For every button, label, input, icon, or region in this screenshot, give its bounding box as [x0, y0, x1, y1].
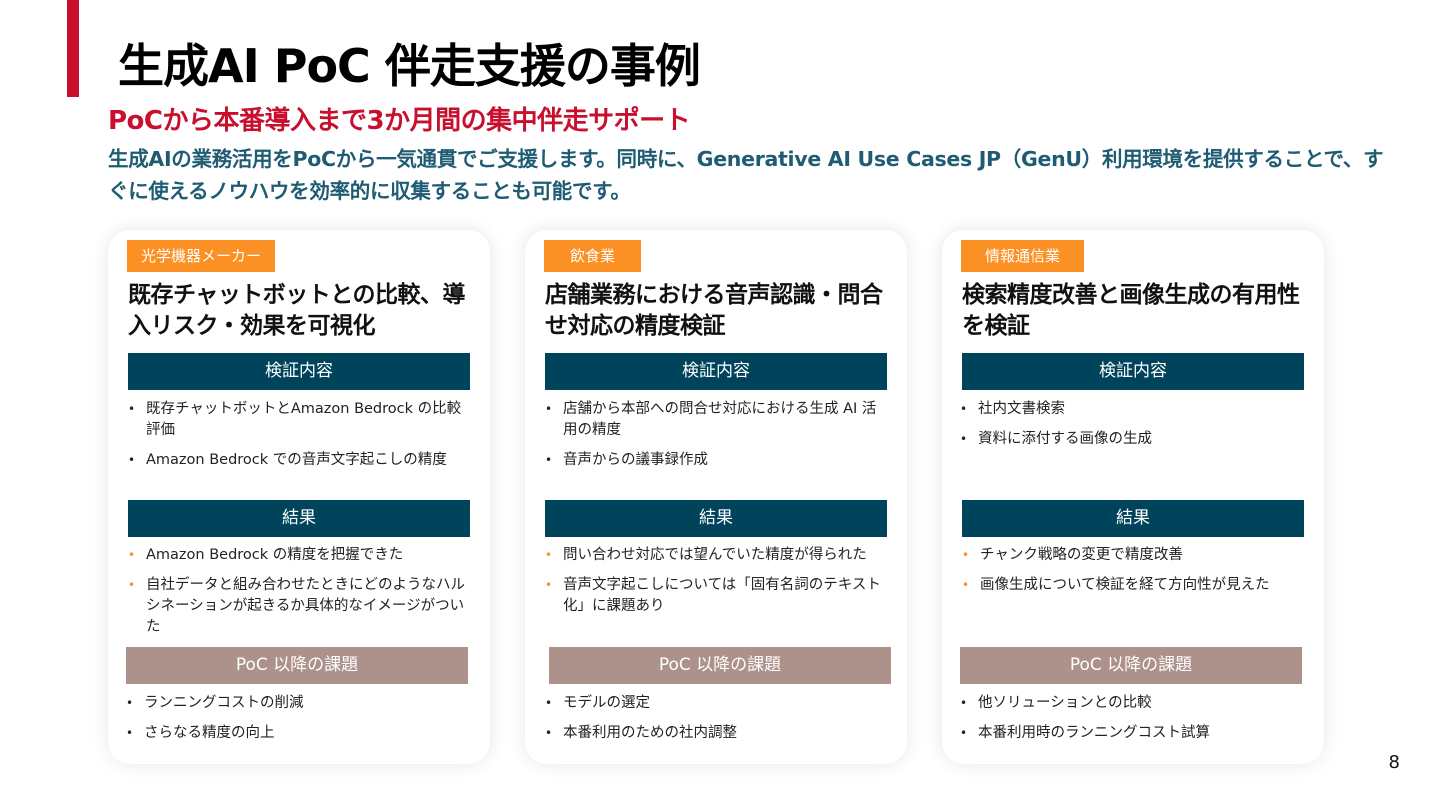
case-heading: 検索精度改善と画像生成の有用性を検証 [962, 282, 1300, 339]
page-subtitle: PoCから本番導入まで3か月間の集中伴走サポート [108, 106, 691, 136]
page-title: 生成AI PoC 伴走支援の事例 [118, 39, 701, 93]
list-item: 社内文書検索 [960, 399, 1305, 420]
results-header: 結果 [545, 500, 887, 537]
list-item: チャンク戦略の変更で精度改善 [962, 545, 1307, 566]
issues-header: PoC 以降の課題 [126, 647, 468, 684]
list-item: 本番利用のための社内調整 [545, 723, 890, 744]
issues-header: PoC 以降の課題 [960, 647, 1302, 684]
results-list: 問い合わせ対応では望んでいた精度が得られた 音声文字起こしについては「固有名詞の… [545, 545, 890, 626]
list-item: モデルの選定 [545, 693, 890, 714]
list-item: 問い合わせ対応では望んでいた精度が得られた [545, 545, 890, 566]
verification-list: 既存チャットボットとAmazon Bedrock の比較評価 Amazon Be… [128, 399, 473, 480]
verification-list: 店舗から本部への問合せ対応における生成 AI 活用の精度 音声からの議事録作成 [545, 399, 890, 480]
verification-header: 検証内容 [128, 353, 470, 390]
verification-header: 検証内容 [962, 353, 1304, 390]
page-number: 8 [1388, 752, 1400, 773]
industry-tag: 光学機器メーカー [127, 240, 276, 272]
list-item: Amazon Bedrock の精度を把握できた [128, 545, 473, 566]
results-header: 結果 [962, 500, 1304, 537]
list-item: 音声からの議事録作成 [545, 450, 890, 471]
list-item: 画像生成について検証を経て方向性が見えた [962, 575, 1307, 596]
list-item: 本番利用時のランニングコスト試算 [960, 723, 1305, 744]
issues-list: ランニングコストの削減 さらなる精度の向上 [126, 693, 471, 753]
list-item: 既存チャットボットとAmazon Bedrock の比較評価 [128, 399, 473, 441]
lead-paragraph: 生成AIの業務活用をPoCから一気通貫でご支援します。同時に、Generativ… [108, 147, 1384, 203]
list-item: 他ソリューションとの比較 [960, 693, 1305, 714]
list-item: ランニングコストの削減 [126, 693, 471, 714]
list-item: 資料に添付する画像の生成 [960, 429, 1305, 450]
results-list: チャンク戦略の変更で精度改善 画像生成について検証を経て方向性が見えた [962, 545, 1307, 605]
list-item: Amazon Bedrock での音声文字起こしの精度 [128, 450, 473, 471]
issues-list: 他ソリューションとの比較 本番利用時のランニングコスト試算 [960, 693, 1305, 753]
case-card-restaurant: 飲食業 店舗業務における音声認識・問合せ対応の精度検証 検証内容 店舗から本部へ… [525, 230, 907, 764]
results-list: Amazon Bedrock の精度を把握できた 自社データと組み合わせたときに… [128, 545, 473, 647]
industry-tag: 情報通信業 [961, 240, 1085, 272]
case-heading: 店舗業務における音声認識・問合せ対応の精度検証 [545, 282, 883, 339]
verification-header: 検証内容 [545, 353, 887, 390]
list-item: さらなる精度の向上 [126, 723, 471, 744]
title-accent-bar [67, 0, 79, 97]
list-item: 自社データと組み合わせたときにどのようなハルシネーションが起きるか具体的なイメー… [128, 575, 473, 638]
list-item: 店舗から本部への問合せ対応における生成 AI 活用の精度 [545, 399, 890, 441]
case-heading: 既存チャットボットとの比較、導入リスク・効果を可視化 [128, 282, 466, 339]
case-card-ict: 情報通信業 検索精度改善と画像生成の有用性を検証 検証内容 社内文書検索 資料に… [942, 230, 1324, 764]
results-header: 結果 [128, 500, 470, 537]
list-item: 音声文字起こしについては「固有名詞のテキスト化」に課題あり [545, 575, 890, 617]
issues-header: PoC 以降の課題 [549, 647, 891, 684]
issues-list: モデルの選定 本番利用のための社内調整 [545, 693, 890, 753]
verification-list: 社内文書検索 資料に添付する画像の生成 [960, 399, 1305, 459]
case-card-optical-maker: 光学機器メーカー 既存チャットボットとの比較、導入リスク・効果を可視化 検証内容… [108, 230, 490, 764]
industry-tag: 飲食業 [544, 240, 642, 272]
